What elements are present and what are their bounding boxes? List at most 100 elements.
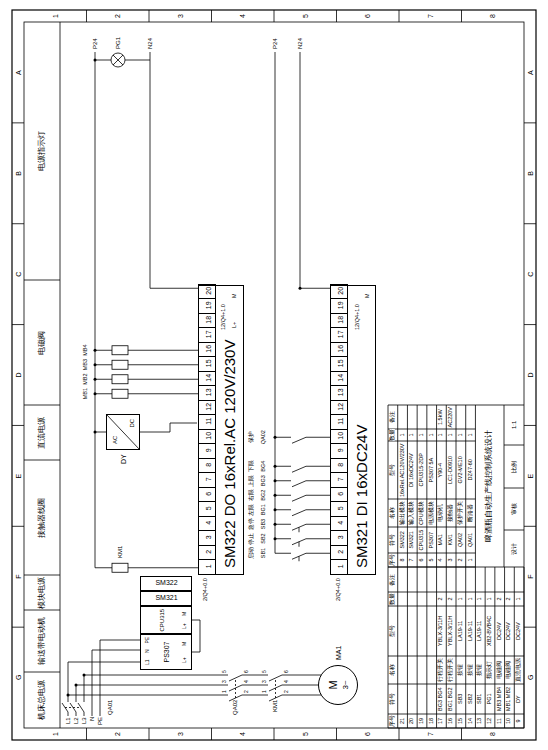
node-text: 7 (337, 477, 344, 481)
node-text: 13 (337, 388, 344, 396)
label-text: MB1 (83, 388, 89, 399)
node-text: 6 (205, 492, 212, 496)
label-text: 数量 (390, 593, 396, 605)
label-text: 3 (177, 14, 184, 18)
terminal-cell: 9 (198, 444, 216, 460)
label-text: 3 (222, 680, 227, 683)
table-line (388, 499, 475, 500)
table-line (426, 567, 427, 728)
node-text: 8 (205, 463, 212, 467)
junction-dot (274, 537, 277, 540)
lamp-wire (95, 52, 198, 288)
junction-dot (274, 508, 277, 511)
node-text: 10 (205, 432, 212, 440)
label-text: 电磁阀 (506, 661, 512, 679)
label-text: 2 (114, 732, 121, 736)
junction-dot (94, 349, 97, 352)
label-text: QA02 (458, 533, 464, 547)
label-text: 10 (506, 718, 512, 724)
label-text: MB3 (83, 359, 89, 370)
node-text: SM321 DI 16xDC24V (354, 425, 369, 568)
node-text: DY (120, 454, 127, 464)
junction-dot (94, 363, 97, 366)
label-text: L+ (182, 657, 187, 663)
node-text: 2 (337, 550, 344, 554)
terminal-cell: 1 (330, 560, 348, 576)
label-text: LA19-11 (458, 621, 464, 641)
label-text: BG1 BG2 (448, 687, 454, 711)
node-text: 14 (205, 374, 212, 382)
terminal-cell: 17 (330, 328, 348, 344)
terminal-cell: 10 (330, 429, 348, 445)
label-text: L3 (81, 717, 87, 724)
label-text: 5 (262, 670, 267, 673)
label-text: YBLX-3/11H (438, 616, 444, 646)
node-text: 16 (205, 345, 212, 353)
terminal-cell: 7 (330, 473, 348, 489)
label-text: L+ (232, 322, 238, 328)
table-line (475, 567, 476, 728)
node-text: 5 (337, 506, 344, 510)
label-text: 符号 (390, 693, 396, 705)
label-text: M (232, 293, 238, 298)
node-text: 8 (337, 463, 344, 467)
node-text: 11 (205, 417, 212, 424)
node-text: 12 (337, 403, 344, 411)
zone-tick (12, 122, 536, 123)
table-line (436, 567, 437, 728)
node-text: 16 (337, 345, 344, 353)
terminal-cell: 9 (330, 444, 348, 460)
label-text: DI 16xDC24V (409, 453, 415, 487)
label-text: DC24V (506, 622, 512, 640)
label-text: F (15, 574, 22, 578)
node-text: 11 (337, 417, 344, 424)
table-line (388, 684, 524, 685)
node-text: M (328, 680, 339, 689)
label-text: 7 (427, 732, 434, 736)
label-text: 2/Q4+0.0 (203, 578, 209, 601)
label-text: 电源指示灯 (38, 131, 46, 171)
junction-dot (274, 523, 277, 526)
node-text: 15 (337, 359, 344, 367)
label-text: 6 (284, 670, 289, 673)
label-text: LA19-11 (477, 621, 483, 641)
node-text: 3 (205, 535, 212, 539)
table-line (388, 656, 524, 657)
p24-bus (95, 52, 96, 568)
zone-tick (12, 526, 536, 527)
label-text: BG1 (261, 504, 267, 515)
label-text: 20 (409, 718, 415, 724)
mechanical-link (65, 678, 276, 708)
label-text: 停止 (249, 533, 255, 545)
label-text: DY (516, 695, 522, 703)
label-text: D (15, 372, 22, 377)
node-text: 18 (205, 316, 212, 324)
terminal-cell: 13 (330, 386, 348, 402)
label-text: BG3 BG4 (438, 687, 444, 711)
label-text: PG1 (487, 693, 493, 704)
label-text: 输入模块 (409, 501, 415, 525)
table-line (388, 441, 475, 442)
terminal-cell: 5 (330, 502, 348, 518)
label-text: CPU315-2DP (419, 453, 425, 486)
label-text: 名称 (390, 507, 396, 519)
label-text: DC24V (497, 622, 503, 640)
label-text: CPU315 (419, 530, 425, 551)
label-text: 9 (516, 719, 522, 722)
terminal-cell: 6 (330, 487, 348, 503)
label-text: 备注 (390, 411, 396, 423)
label-text: LA19-11 (468, 621, 474, 641)
junction-dot (274, 479, 277, 482)
wire (140, 423, 197, 432)
table-line (504, 405, 524, 567)
node-text: 3~ (342, 680, 350, 689)
label-text: 1.5kW (438, 409, 444, 425)
label-text: 1 (487, 597, 493, 600)
table-line (446, 567, 447, 728)
junction-dot (94, 59, 97, 62)
label-text: PE (97, 717, 103, 725)
label-text: 启动 (249, 547, 255, 559)
node-text: SM322 (155, 580, 177, 587)
table-line (388, 714, 524, 715)
label-text: 17 (438, 718, 444, 724)
